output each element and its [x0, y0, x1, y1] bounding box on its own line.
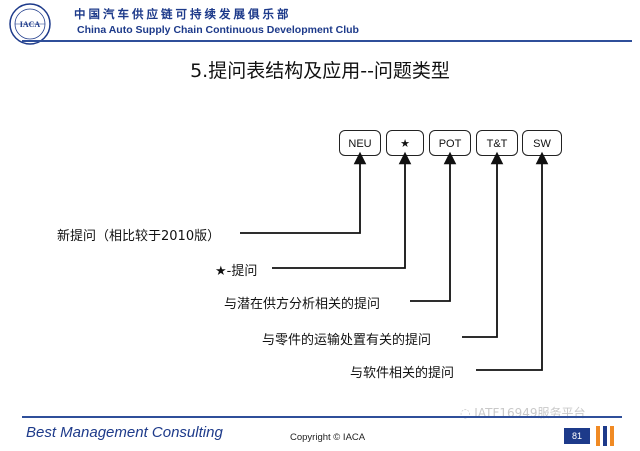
page-number: 81 — [564, 428, 590, 444]
code-box-tt: T&T — [476, 130, 518, 156]
desc-tt: 与零件的运输处置有关的提问 — [262, 333, 432, 348]
connector-tt — [462, 151, 504, 338]
org-name-cn: 中国汽车供应链可持续发展俱乐部 — [74, 7, 292, 21]
footer-divider — [22, 416, 622, 418]
logo-text: IACA — [20, 20, 41, 29]
desc-neu: 新提问（相比较于2010版） — [57, 229, 221, 244]
footer-copyright: Copyright © IACA — [290, 432, 366, 443]
decor-bar-blue — [603, 426, 607, 446]
code-box-pot: POT — [429, 130, 471, 156]
connector-pot — [410, 151, 457, 302]
slide-title: 5.提问表结构及应用--问题类型 — [190, 60, 450, 82]
code-box-star: ★ — [386, 130, 424, 156]
code-box-neu: NEU — [339, 130, 381, 156]
desc-star: ★-提问 — [215, 264, 258, 279]
org-name-en: China Auto Supply Chain Continuous Devel… — [77, 24, 359, 36]
iaca-logo: IACA — [9, 3, 51, 45]
connector-sw — [476, 151, 549, 371]
footer-company: Best Management Consulting — [26, 424, 223, 441]
connector-star — [272, 151, 412, 269]
header: IACA 中国汽车供应链可持续发展俱乐部 China Auto Supply C… — [0, 0, 640, 48]
header-divider — [22, 40, 632, 42]
decor-bar-orange-1 — [596, 426, 600, 446]
wechat-icon: ◌ — [460, 406, 475, 420]
desc-sw: 与软件相关的提问 — [350, 366, 455, 381]
connector-neu — [240, 151, 367, 234]
code-box-sw: SW — [522, 130, 562, 156]
decor-bar-orange-2 — [610, 426, 614, 446]
watermark: ◌ IATF16949服务平台 — [460, 404, 586, 421]
desc-pot: 与潜在供方分析相关的提问 — [224, 297, 381, 312]
